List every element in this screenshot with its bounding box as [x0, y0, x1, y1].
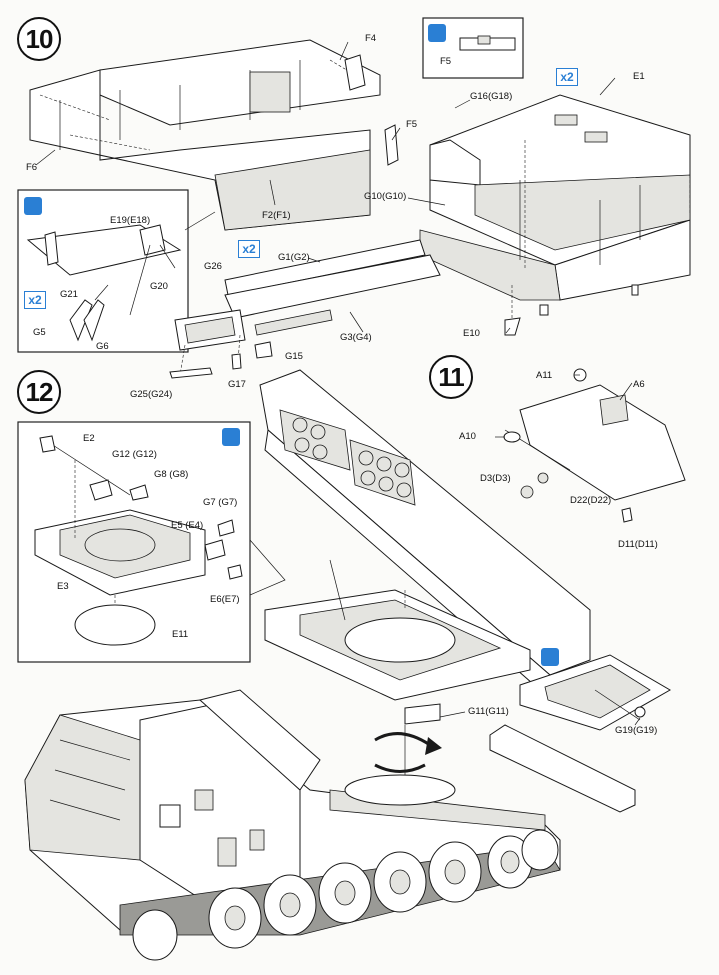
step-number-11: 11	[429, 355, 473, 399]
label-g25: G25(G24)	[130, 389, 173, 400]
hull-e1-drawing	[419, 94, 691, 336]
leader-lines	[35, 41, 641, 726]
step-number-10: 10	[17, 17, 61, 61]
label-g7: G7 (G7)	[203, 497, 238, 508]
step-number-12: 12	[17, 370, 61, 414]
label-a6: A6	[633, 379, 645, 390]
label-e1: E1	[633, 71, 645, 82]
label-g1: G1(G2)	[278, 252, 310, 263]
label-f6: F6	[26, 162, 38, 173]
label-g17: G17	[228, 379, 246, 390]
label-g8: G8 (G8)	[154, 469, 189, 480]
label-g19: G19(G19)	[615, 725, 658, 736]
glue-tube-icon	[428, 24, 446, 42]
label-f5: F5	[406, 119, 418, 130]
glue-tube-icon	[222, 428, 240, 446]
label-f2: F2(F1)	[262, 210, 291, 221]
label-d11: D11(D11)	[618, 539, 658, 550]
glue-tube-icon	[24, 197, 42, 215]
label-g16: G16(G18)	[470, 91, 513, 102]
label-e11: E11	[172, 629, 189, 640]
label-g21: G21	[60, 289, 78, 300]
label-g10: G10(G10)	[364, 191, 407, 202]
label-a10: A10	[459, 431, 476, 442]
label-f5-inset: F5	[440, 56, 452, 67]
label-g3: G3(G4)	[340, 332, 372, 343]
rotate-option-icon	[541, 648, 559, 666]
label-e3: E3	[57, 581, 69, 592]
label-g15: G15	[285, 351, 303, 362]
label-g11: G11(G11)	[468, 706, 509, 717]
label-e2: E2	[83, 433, 95, 444]
label-d22: D22(D22)	[570, 495, 612, 506]
road-wheels-drawing	[119, 829, 561, 961]
label-g20: G20	[150, 281, 168, 292]
label-g5: G5	[33, 327, 46, 338]
bracket-a6-drawing	[503, 368, 686, 523]
label-a11: A11	[536, 370, 553, 381]
label-f4: F4	[365, 33, 377, 44]
e19-inset-box	[17, 189, 189, 353]
label-e6: E6(E7)	[210, 594, 240, 605]
label-g12: G12 (G12)	[112, 449, 157, 460]
x2-quantity-icon: x2	[556, 68, 578, 86]
label-d3: D3(D3)	[480, 473, 511, 484]
label-e19: E19(E18)	[110, 215, 151, 226]
launcher-pod-drawing	[259, 369, 591, 701]
label-e5: E5 (E4)	[171, 520, 204, 531]
label-g26: G26	[204, 261, 222, 272]
hull-frame-drawing	[29, 39, 399, 231]
label-e10: E10	[463, 328, 480, 339]
x2-quantity-icon: x2	[24, 291, 46, 309]
x2-quantity-icon: x2	[238, 240, 260, 258]
label-g6: G6	[96, 341, 109, 352]
